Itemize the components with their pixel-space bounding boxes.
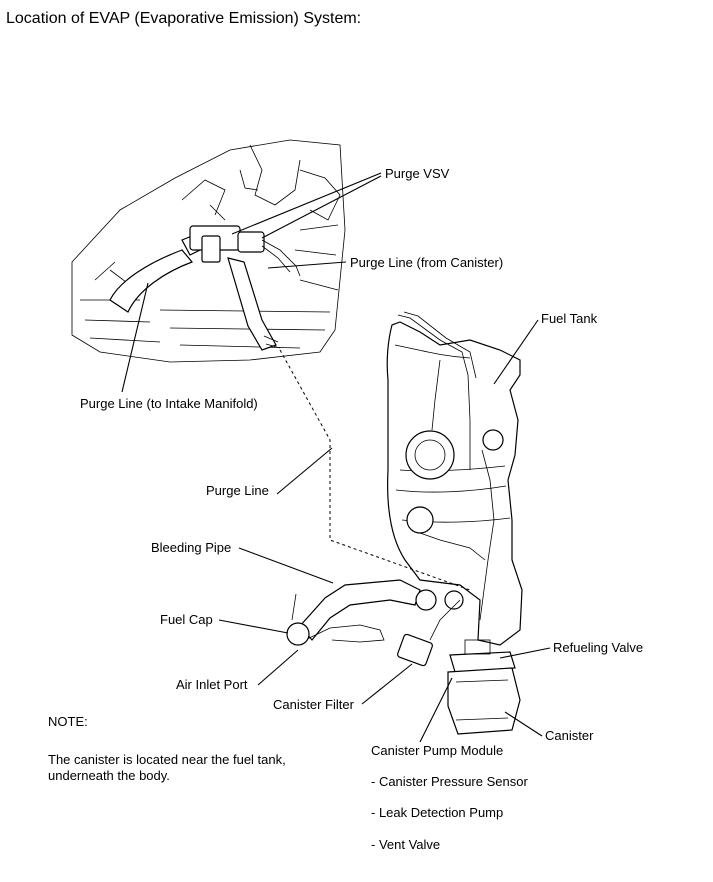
label-canister-filter: Canister Filter <box>273 697 354 712</box>
note-heading: NOTE: <box>48 714 88 729</box>
label-refueling-valve: Refueling Valve <box>553 640 644 655</box>
label-air-inlet-port: Air Inlet Port <box>176 677 248 692</box>
label-purge-vsv: Purge VSV <box>385 166 450 181</box>
fuel-tank-illustration <box>286 311 523 735</box>
pump-module-part-vent-valve: - Vent Valve <box>371 837 441 852</box>
pump-module-part-leak-detection-pump: - Leak Detection Pump <box>371 805 504 820</box>
label-bleeding-pipe: Bleeding Pipe <box>151 540 232 555</box>
note-line-1: The canister is located near the fuel ta… <box>48 752 286 767</box>
pump-module-part-pressure-sensor: - Canister Pressure Sensor <box>371 774 528 789</box>
label-canister: Canister <box>545 728 594 743</box>
leader-lines <box>121 172 551 743</box>
label-fuel-tank: Fuel Tank <box>541 311 598 326</box>
engine-bay-illustration <box>71 139 346 363</box>
page-title: Location of EVAP (Evaporative Emission) … <box>6 10 362 27</box>
label-purge-line-from-canister: Purge Line (from Canister) <box>350 255 504 270</box>
label-fuel-cap: Fuel Cap <box>160 612 213 627</box>
purge-line-dashed-path <box>279 349 471 591</box>
label-canister-pump-module: Canister Pump Module <box>371 743 504 758</box>
label-purge-line: Purge Line <box>206 483 269 498</box>
note-line-2: underneath the body. <box>48 768 170 783</box>
label-purge-line-to-intake-manifold: Purge Line (to Intake Manifold) <box>80 396 258 411</box>
